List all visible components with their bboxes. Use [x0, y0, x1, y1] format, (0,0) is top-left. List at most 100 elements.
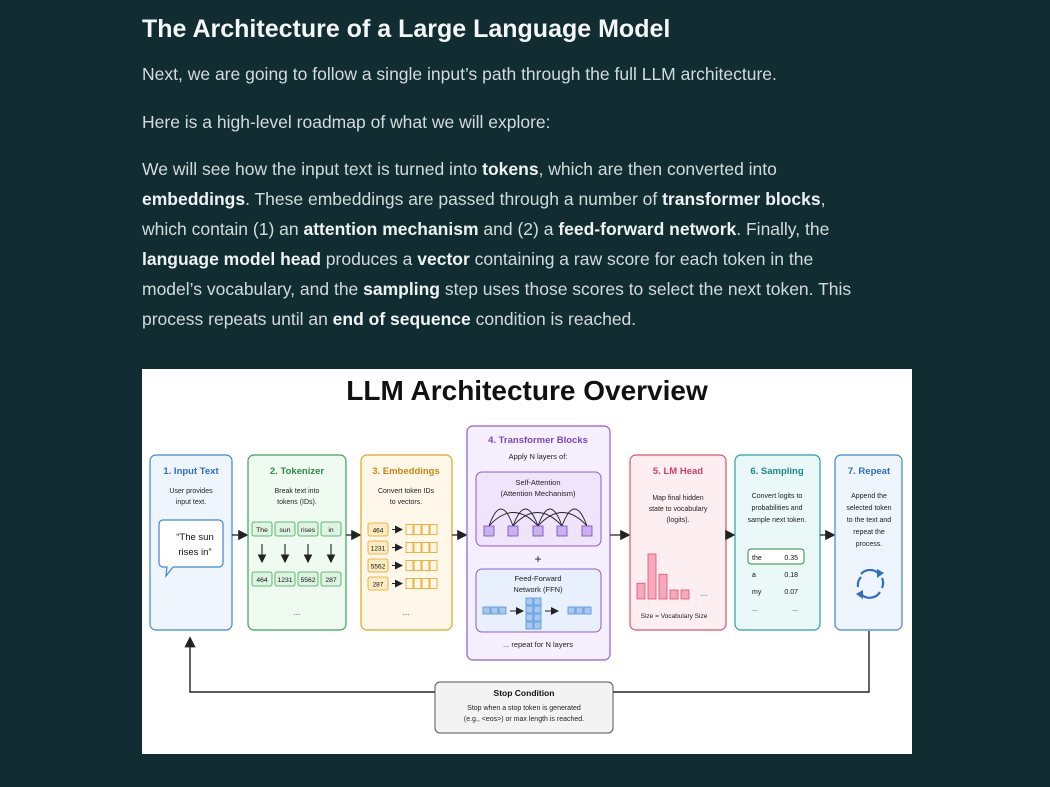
sampling-row: a 0.18 — [752, 572, 798, 579]
svg-text:0.18: 0.18 — [784, 572, 798, 579]
input-text-card: 1. Input Text User provides input text. … — [149, 454, 233, 631]
svg-text:0.35: 0.35 — [784, 555, 798, 562]
sampling-row: ...... — [752, 606, 798, 613]
svg-text:Network (FFN): Network (FFN) — [513, 585, 563, 594]
svg-text:tokens (IDs).: tokens (IDs). — [277, 499, 317, 506]
attention-arc — [537, 508, 563, 527]
refresh-icon — [856, 568, 885, 599]
token-chip: rises — [297, 521, 319, 537]
sampling-row: my 0.07 — [752, 589, 798, 596]
attention-arc — [512, 508, 539, 527]
svg-text:1231: 1231 — [277, 577, 292, 584]
token-id-chip: 1231 — [274, 571, 296, 587]
token-chip: The — [251, 521, 273, 537]
logit-bar — [647, 553, 657, 600]
token-id-chip: 5562 — [297, 571, 319, 587]
svg-text:Convert logits to: Convert logits to — [752, 493, 803, 500]
embedding-row: 1231 — [367, 540, 438, 555]
svg-text:... repeat for N layers: ... repeat for N layers — [503, 640, 573, 649]
tokenizer-title: 2. Tokenizer — [270, 466, 325, 477]
self-attention-box — [475, 471, 602, 547]
attention-node — [556, 525, 568, 537]
svg-text:Stop when a stop token is gene: Stop when a stop token is generated — [467, 705, 581, 712]
embeddings-title: 3. Embeddings — [372, 466, 440, 477]
svg-text:464: 464 — [256, 577, 268, 584]
diagram-title: LLM Architecture Overview — [346, 375, 708, 406]
svg-text:Append the: Append the — [851, 493, 887, 500]
svg-text:rises in”: rises in” — [178, 547, 211, 558]
attention-arc — [512, 512, 563, 527]
ffn-hidden-layer — [525, 597, 542, 630]
svg-text:the: the — [752, 555, 762, 562]
lm-head-title: 5. LM Head — [653, 466, 703, 477]
svg-text:process.: process. — [856, 541, 883, 548]
svg-text:(logits).: (logits). — [667, 517, 690, 524]
svg-text:Convert token IDs: Convert token IDs — [378, 488, 435, 495]
svg-text:repeat the: repeat the — [853, 529, 885, 536]
svg-text:selected token: selected token — [846, 505, 891, 512]
logit-bar — [658, 573, 668, 600]
token-id-chip: 287 — [320, 571, 342, 587]
speech-bubble — [158, 519, 224, 579]
stop-condition-title: Stop Condition — [494, 688, 555, 698]
token-chip: sun — [274, 521, 296, 537]
lm-head-card: 5. LM Head Map final hidden state to voc… — [629, 454, 727, 631]
svg-text:a: a — [752, 572, 756, 579]
input-text-title: 1. Input Text — [163, 466, 219, 477]
svg-text:...: ... — [792, 606, 798, 613]
svg-text:(e.g., <eos>) or max length is: (e.g., <eos>) or max length is reached. — [464, 716, 584, 723]
svg-text:User provides: User provides — [169, 488, 213, 495]
ffn-input-vector — [482, 606, 507, 615]
sampling-title: 6. Sampling — [750, 466, 804, 477]
token-id-chip: 464 — [251, 571, 273, 587]
svg-text:state to vocabulary: state to vocabulary — [649, 506, 708, 513]
intro-paragraph: Next, we are going to follow a single in… — [142, 64, 777, 84]
ffn-output-vector — [567, 606, 592, 615]
svg-text:...: ... — [403, 608, 410, 617]
sampling-row: the 0.35 — [752, 555, 798, 562]
svg-text:Break text into: Break text into — [275, 488, 320, 495]
svg-text:Feed-Forward: Feed-Forward — [514, 574, 561, 583]
svg-text:...: ... — [752, 606, 758, 613]
svg-text:Self-Attention: Self-Attention — [515, 478, 560, 487]
svg-text:to vectors.: to vectors. — [390, 499, 422, 506]
logit-bar — [636, 582, 646, 600]
svg-text:464: 464 — [373, 528, 384, 535]
svg-text:...: ... — [294, 608, 301, 617]
svg-text:(Attention Mechanism): (Attention Mechanism) — [500, 489, 576, 498]
repeat-card: 7. Repeat Append the selected token to t… — [834, 454, 903, 631]
attention-arc — [561, 508, 588, 527]
loop-back-arrow — [190, 631, 870, 693]
attention-arc — [488, 512, 539, 527]
page-title: The Architecture of a Large Language Mod… — [142, 15, 671, 43]
embedding-row: 5562 — [367, 558, 438, 573]
roadmap-paragraph: Here is a high-level roadmap of what we … — [142, 112, 551, 132]
svg-text:probabilities and: probabilities and — [752, 505, 803, 512]
svg-text:“The sun: “The sun — [176, 532, 214, 543]
attention-arc — [537, 512, 588, 527]
embedding-row: 287 — [367, 576, 438, 591]
selected-token-highlight — [747, 548, 805, 565]
svg-text:to the text and: to the text and — [847, 517, 891, 524]
svg-text:5562: 5562 — [300, 577, 315, 584]
svg-text:Map final hidden: Map final hidden — [652, 495, 703, 502]
svg-text:+: + — [534, 552, 541, 566]
svg-text:input text.: input text. — [176, 499, 206, 506]
svg-text:rises: rises — [301, 527, 316, 534]
svg-text:Size = Vocabulary Size: Size = Vocabulary Size — [641, 613, 708, 620]
attention-arc — [488, 508, 514, 527]
logit-bar — [680, 589, 690, 600]
token-chip: in — [320, 521, 342, 537]
transformer-title: 4. Transformer Blocks — [488, 435, 588, 446]
architecture-diagram: LLM Architecture Overview 1. Input Text … — [142, 369, 912, 754]
svg-text:1231: 1231 — [371, 546, 386, 553]
embeddings-card: 3. Embeddings Convert token IDs to vecto… — [360, 454, 453, 631]
svg-text:sample next token.: sample next token. — [748, 517, 807, 524]
svg-text:...: ... — [701, 589, 708, 598]
overview-paragraph: We will see how the input text is turned… — [142, 159, 852, 329]
svg-text:sun: sun — [280, 527, 291, 534]
embedding-row: 464 — [367, 522, 438, 537]
svg-text:my: my — [752, 589, 762, 596]
attention-node — [532, 525, 544, 537]
svg-text:0.07: 0.07 — [784, 589, 798, 596]
